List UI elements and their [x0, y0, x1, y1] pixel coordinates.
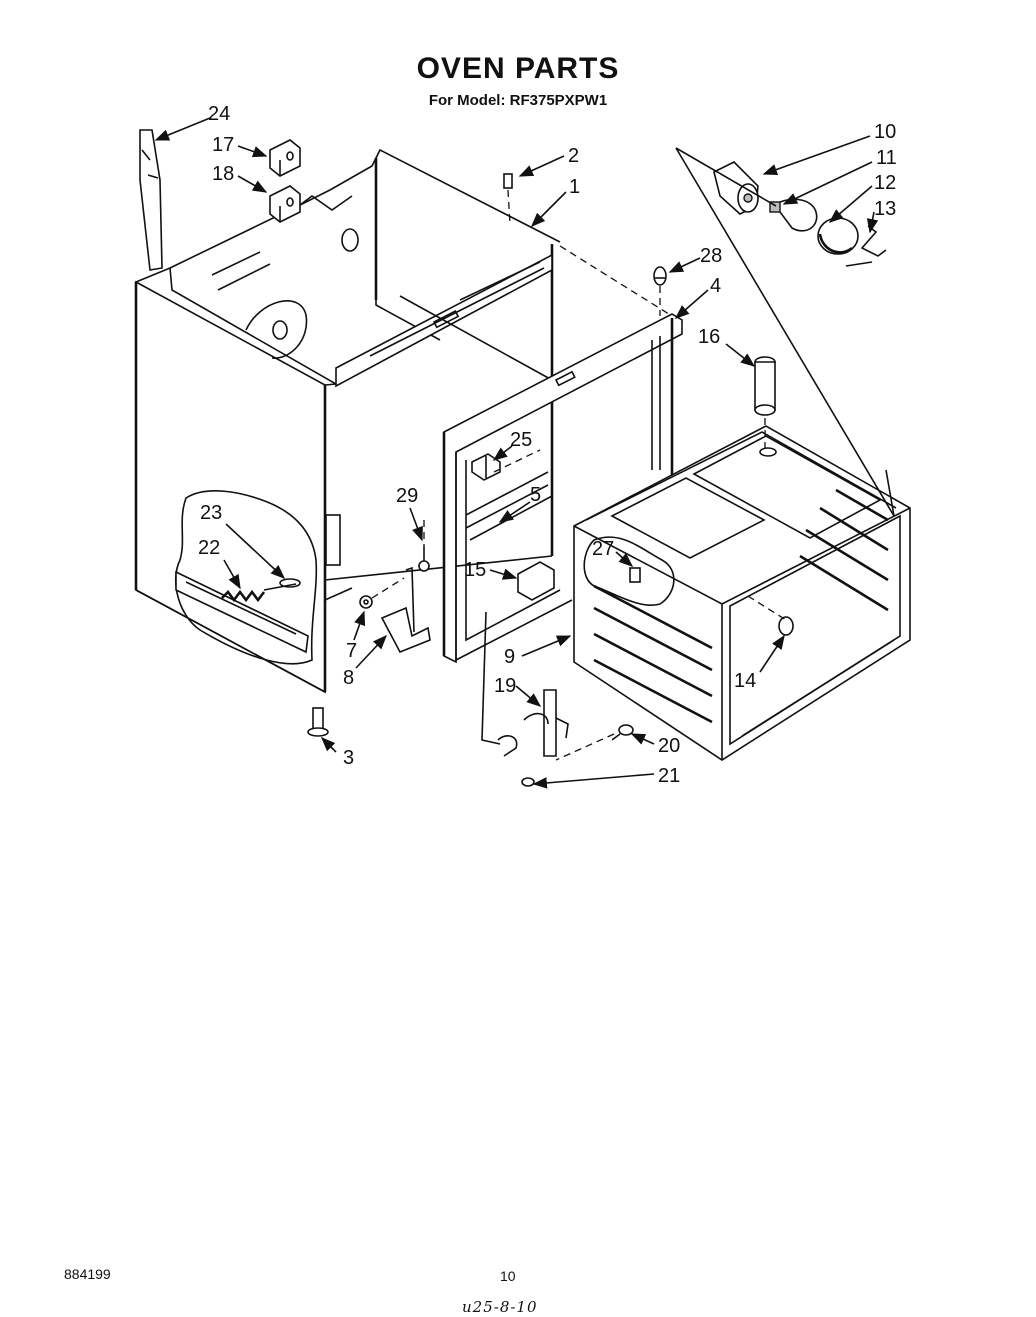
part-19-hinge: [497, 689, 569, 757]
part-24-strip: [139, 129, 163, 271]
callout-10: 10: [874, 121, 896, 143]
callout-7: 7: [346, 640, 357, 662]
light-assembly: [713, 161, 887, 267]
callout-11: 11: [876, 147, 897, 169]
callout-27: 27: [592, 538, 614, 560]
callout-22: 22: [198, 537, 220, 559]
assembly-lines: [371, 147, 895, 761]
callout-17: 17: [212, 134, 234, 156]
callout-21: 21: [658, 765, 680, 787]
model-subtitle: For Model: RF375PXPW1: [428, 92, 608, 109]
part-3-leg: [307, 707, 329, 737]
callout-23: 23: [200, 502, 222, 524]
page-title: OVEN PARTS: [416, 52, 620, 85]
part-20-screw: [611, 724, 634, 741]
part-15-bracket: [517, 561, 555, 601]
callout-29: 29: [396, 485, 418, 507]
part-7-nut: [359, 595, 373, 609]
callout-15: 15: [464, 559, 486, 581]
part-2-screw: [503, 173, 513, 189]
part-8-bracket: [380, 566, 431, 654]
callout-18: 18: [212, 163, 234, 185]
handwritten-note: u25-8-10: [462, 1298, 538, 1316]
callout-labels: 24 17 18 2 1 10 11 12 13 28 4 16 25 29 5…: [198, 103, 897, 787]
callout-24: 24: [208, 103, 230, 125]
part-29-pin: [418, 546, 430, 572]
cabinet-body: [134, 148, 561, 694]
part-21-washer: [521, 777, 535, 787]
callout-12: 12: [874, 172, 896, 194]
callout-25: 25: [510, 429, 532, 451]
callout-5: 5: [530, 484, 541, 506]
callout-9: 9: [504, 646, 515, 668]
callout-14: 14: [734, 670, 756, 692]
callout-28: 28: [700, 245, 722, 267]
callout-2: 2: [568, 145, 579, 167]
document-number: 884199: [64, 1266, 111, 1282]
callout-13: 13: [874, 198, 896, 220]
callout-1: 1: [569, 176, 580, 198]
leader-arrows: [154, 117, 879, 789]
callout-20: 20: [658, 735, 680, 757]
callout-16: 16: [698, 326, 720, 348]
part-18-clip: [269, 185, 301, 223]
oven-liner: [573, 425, 911, 761]
callout-3: 3: [343, 747, 354, 769]
callout-8: 8: [343, 667, 354, 689]
callout-19: 19: [494, 675, 516, 697]
part-17-clip: [269, 139, 301, 177]
page-number: 10: [500, 1268, 516, 1284]
callout-4: 4: [710, 275, 721, 297]
part-28-plug: [653, 266, 667, 286]
part-16-tube: [754, 356, 776, 416]
